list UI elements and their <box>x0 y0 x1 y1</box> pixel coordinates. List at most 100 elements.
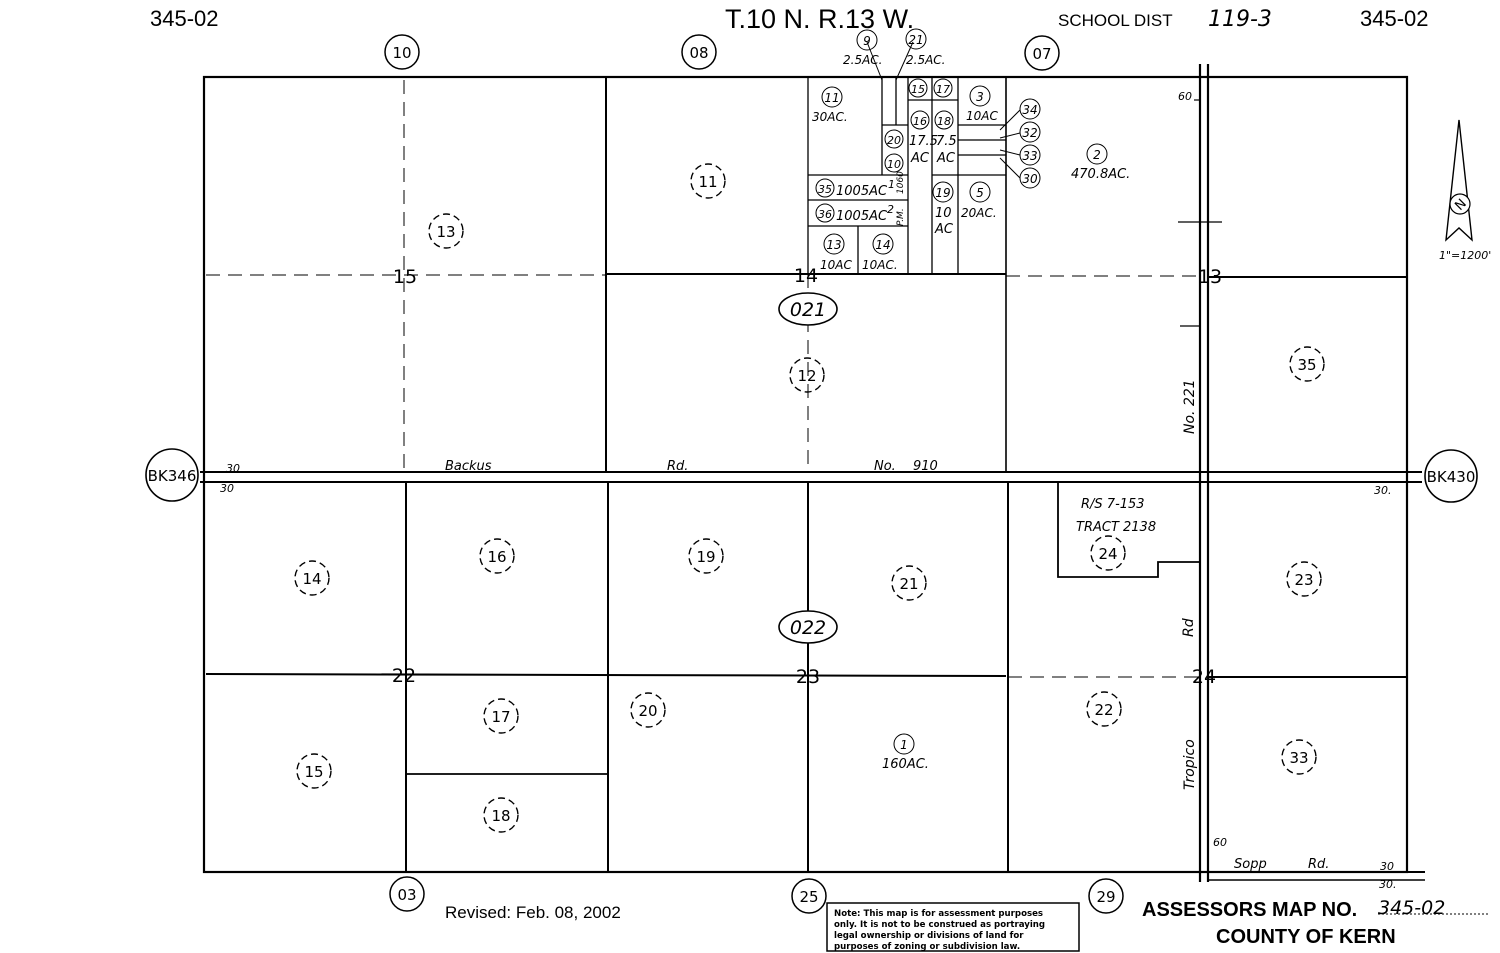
svg-text:17: 17 <box>936 83 950 96</box>
svg-text:160AC.: 160AC. <box>882 757 929 772</box>
parcel-12: 12 <box>789 357 825 393</box>
svg-text:34: 34 <box>1022 103 1037 117</box>
svg-text:AC: AC <box>936 151 956 166</box>
svg-text:2: 2 <box>1093 148 1101 162</box>
parcel-30-small: 30 <box>1019 167 1041 189</box>
revised-date: Revised: Feb. 08, 2002 <box>445 903 621 922</box>
svg-text:AC: AC <box>934 222 954 237</box>
svg-text:60: 60 <box>1213 836 1227 849</box>
map-number-left: 345-02 <box>150 6 219 31</box>
section-number-24: 24 <box>1192 666 1216 688</box>
parcel-36-small: 36 <box>815 203 835 223</box>
svg-text:33: 33 <box>1289 749 1308 767</box>
section-number-22: 22 <box>392 665 416 687</box>
svg-text:30AC.: 30AC. <box>812 110 848 124</box>
parcel-2-small: 2 <box>1086 143 1108 165</box>
adjacent-page-top-10: 10 <box>384 34 420 70</box>
block-022: 022 <box>778 610 838 644</box>
svg-text:1005AC: 1005AC <box>836 184 888 199</box>
record-of-survey: R/S 7-153 <box>1081 497 1145 512</box>
svg-text:16: 16 <box>913 115 927 128</box>
svg-text:30: 30 <box>226 462 240 475</box>
svg-text:20AC.: 20AC. <box>961 206 997 220</box>
parcel-19-small: 19 <box>932 181 954 203</box>
svg-text:P.M.: P.M. <box>896 208 906 226</box>
svg-text:30: 30 <box>220 482 234 495</box>
svg-text:21: 21 <box>899 575 918 593</box>
svg-text:60: 60 <box>1178 90 1192 103</box>
book-ref-left: BK346 <box>145 448 199 502</box>
svg-text:13: 13 <box>826 238 841 252</box>
svg-text:32: 32 <box>1022 126 1037 140</box>
svg-text:1005AC: 1005AC <box>836 209 888 224</box>
svg-text:07: 07 <box>1032 45 1051 63</box>
adjacent-page-bottom-03: 03 <box>389 876 425 912</box>
school-district-label: SCHOOL DIST <box>1058 11 1173 30</box>
book-ref-right: BK430 <box>1424 449 1478 503</box>
svg-text:23: 23 <box>1294 571 1313 589</box>
parcel-32-small: 32 <box>1019 121 1041 143</box>
svg-text:15: 15 <box>911 83 925 96</box>
section-number-15: 15 <box>393 266 417 288</box>
parcel-1-small: 1 <box>893 733 915 755</box>
svg-text:10: 10 <box>887 158 901 171</box>
svg-text:No. 221: No. 221 <box>1182 379 1198 434</box>
parcel-24: 24 <box>1090 535 1126 571</box>
svg-text:21: 21 <box>908 33 923 47</box>
svg-text:20: 20 <box>638 702 657 720</box>
large-parcel-labels: 13 11 12 35 14 16 19 21 23 24 22 20 17 1… <box>294 163 1325 833</box>
small-parcel-labels: 9 21 11 15 17 3 16 18 20 10 35 36 19 5 1… <box>815 28 1108 755</box>
svg-text:purposes of zoning or subdivis: purposes of zoning or subdivision law. <box>834 942 1020 952</box>
svg-text:30.: 30. <box>1379 878 1397 891</box>
adjacent-page-bottom-25: 25 <box>791 878 827 914</box>
parcel-13-small: 13 <box>823 233 845 255</box>
school-district-value: 119-3 <box>1208 7 1272 32</box>
svg-text:Rd: Rd <box>1181 618 1197 637</box>
svg-text:14: 14 <box>875 238 890 252</box>
block-021: 021 <box>778 292 838 326</box>
svg-text:19: 19 <box>935 186 950 200</box>
svg-text:11: 11 <box>698 173 717 191</box>
svg-text:30.: 30. <box>1374 484 1392 497</box>
svg-text:15: 15 <box>304 763 323 781</box>
parcel-33: 33 <box>1281 739 1317 775</box>
road-ticks <box>1178 99 1222 327</box>
svg-text:Tropico: Tropico <box>1182 739 1198 790</box>
parcel-21: 21 <box>891 565 927 601</box>
svg-text:2.5AC.: 2.5AC. <box>906 53 946 67</box>
section-number-14: 14 <box>794 265 818 287</box>
svg-text:03: 03 <box>397 886 416 904</box>
parcel-20: 20 <box>630 692 666 728</box>
parcel-10-small: 10 <box>884 153 904 173</box>
svg-text:1060: 1060 <box>896 171 906 194</box>
assessment-note: Note: This map is for assessment purpose… <box>826 902 1080 952</box>
tract-number: TRACT 2138 <box>1076 520 1156 535</box>
dimension-labels: 30 30 30. 30 30. 60 60 <box>220 90 1397 891</box>
parcel-23: 23 <box>1286 561 1322 597</box>
assessor-map-number: 345-02 <box>1378 897 1445 919</box>
svg-text:29: 29 <box>1096 888 1115 906</box>
section-lines <box>206 80 1200 678</box>
svg-text:30: 30 <box>1380 860 1394 873</box>
parcel-11: 11 <box>690 163 726 199</box>
parcel-17: 17 <box>483 698 519 734</box>
svg-text:021: 021 <box>790 299 826 321</box>
parcel-14: 14 <box>294 560 330 596</box>
map-number-right: 345-02 <box>1360 6 1429 31</box>
county-name: COUNTY OF KERN <box>1216 926 1396 948</box>
svg-text:Rd.: Rd. <box>1308 857 1329 872</box>
adjacent-page-top-07: 07 <box>1024 35 1060 71</box>
svg-text:910: 910 <box>913 459 938 474</box>
parcel-33-small: 33 <box>1019 144 1041 166</box>
svg-text:24: 24 <box>1098 545 1117 563</box>
svg-text:1: 1 <box>900 738 908 752</box>
svg-text:13: 13 <box>436 223 455 241</box>
svg-text:Rd.: Rd. <box>667 459 688 474</box>
parcel-34-small: 34 <box>1019 98 1041 120</box>
map-scale: 1"=1200' <box>1439 249 1491 262</box>
parcel-15: 15 <box>296 753 332 789</box>
adjacent-page-bottom-29: 29 <box>1088 878 1124 914</box>
svg-text:19: 19 <box>696 548 715 566</box>
svg-text:legal ownership or divisions o: legal ownership or divisions of land for <box>834 931 1024 941</box>
